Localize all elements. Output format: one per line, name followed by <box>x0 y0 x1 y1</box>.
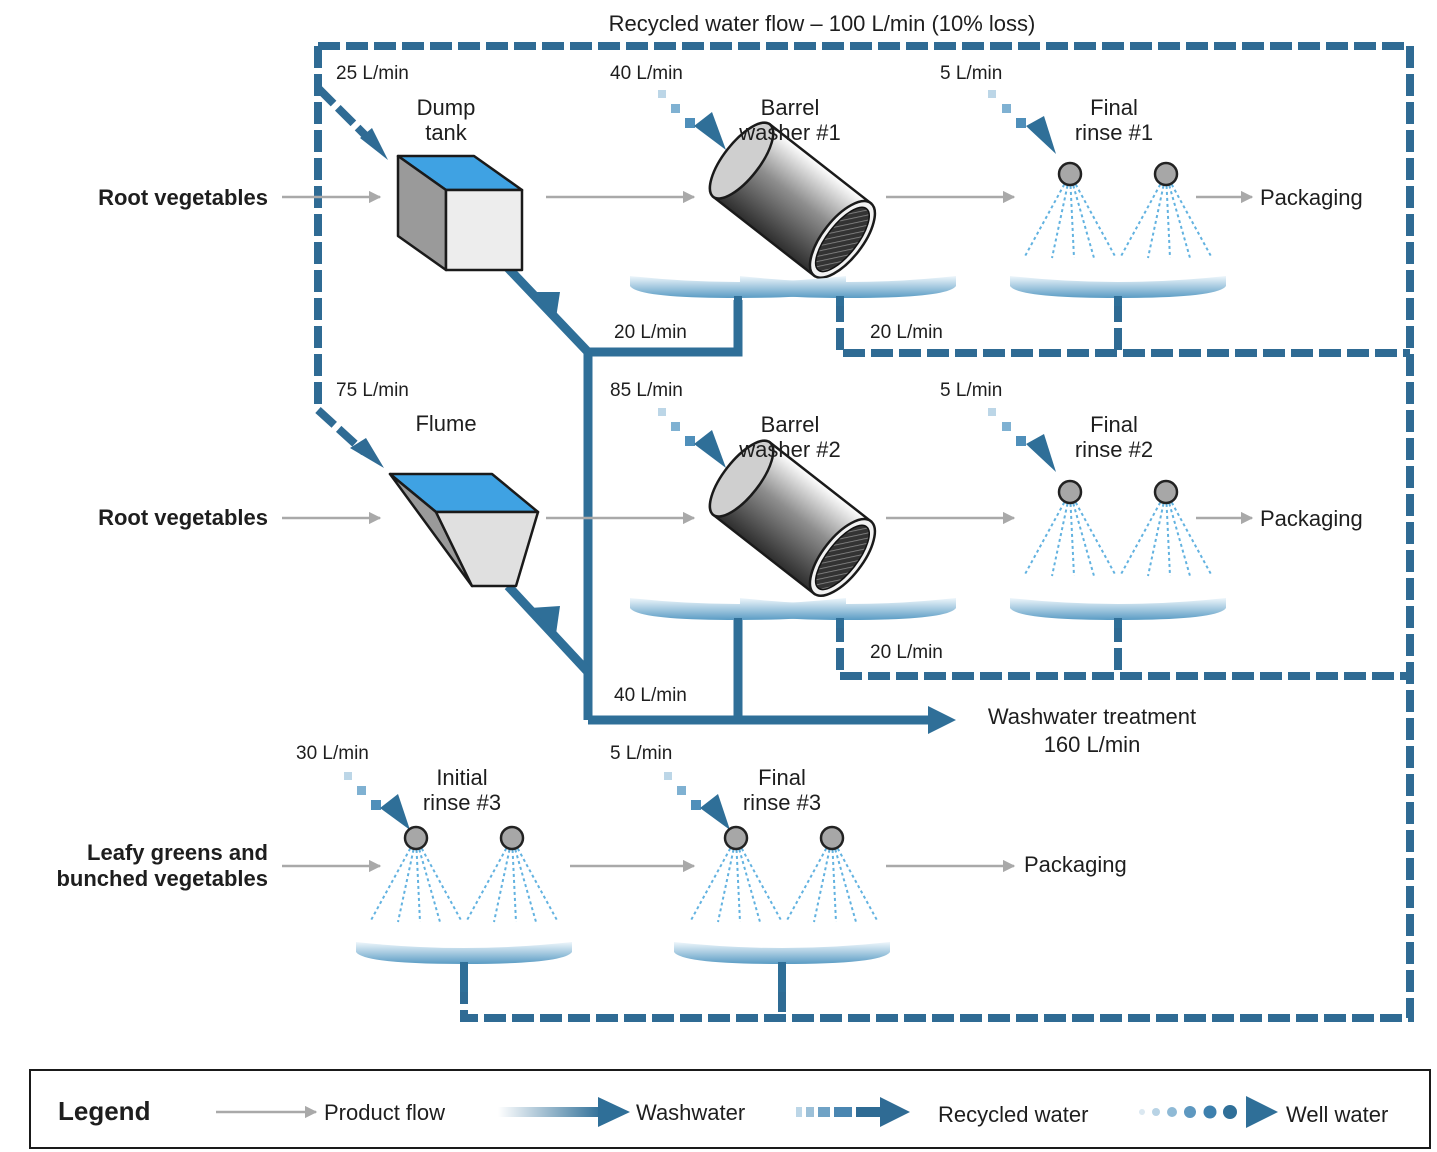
flow-flume-in: 75 L/min <box>336 380 409 401</box>
recycled-water-network <box>314 42 1414 1022</box>
legend-recycled-water: Recycled water <box>938 1102 1088 1127</box>
station-initial-rinse-3-line-1: Initial <box>436 765 487 790</box>
station-barrel-washer-1-line-2: washer #1 <box>738 120 841 145</box>
station-final-rinse-3-line-2: rinse #3 <box>743 790 821 815</box>
flow-rinse-1-in: 5 L/min <box>940 63 1002 84</box>
input-label-row-3-line-1: Leafy greens and <box>87 840 268 865</box>
final-rinse-1-nozzles <box>1022 161 1214 260</box>
flume-graphic <box>388 472 540 588</box>
legend: Legend Product flow Washwater Recycled w… <box>29 1069 1431 1149</box>
flow-barrel-1-in: 40 L/min <box>610 63 683 84</box>
flow-rinse-1-out: 20 L/min <box>870 322 943 343</box>
legend-box <box>29 1069 1431 1149</box>
barrel-washer-1-graphic <box>708 121 877 279</box>
legend-well-water-swatch <box>1139 1096 1278 1128</box>
legend-product-flow: Product flow <box>324 1100 445 1125</box>
station-final-rinse-3-line-1: Final <box>758 765 806 790</box>
product-flow-arrows <box>282 190 1254 873</box>
output-packaging-2: Packaging <box>1260 506 1363 531</box>
final-rinse-3-nozzles <box>688 825 880 924</box>
well-arrow-rinse-1 <box>988 90 1056 154</box>
output-packaging-3: Packaging <box>1024 852 1127 877</box>
flow-rinse-2-out: 20 L/min <box>870 642 943 663</box>
flow-rinse-2-in: 5 L/min <box>940 380 1002 401</box>
station-barrel-washer-1-line-1: Barrel <box>761 95 820 120</box>
station-final-rinse-2-line-2: rinse #2 <box>1075 437 1153 462</box>
flow-dump-in: 25 L/min <box>336 63 409 84</box>
input-label-row-1: Root vegetables <box>98 185 268 210</box>
input-label-row-3-line-2: bunched vegetables <box>56 866 268 891</box>
barrel-washer-2-graphic <box>708 439 877 597</box>
well-arrow-initial-rinse-3 <box>344 772 410 830</box>
legend-recycled-water-swatch <box>796 1097 910 1127</box>
well-water-arrows <box>344 90 1056 830</box>
station-initial-rinse-3-line-2: rinse #3 <box>423 790 501 815</box>
input-label-row-2: Root vegetables <box>98 505 268 530</box>
legend-well-water: Well water <box>1286 1102 1388 1127</box>
station-final-rinse-2-line-1: Final <box>1090 412 1138 437</box>
legend-washwater: Washwater <box>636 1100 745 1125</box>
output-washwater-treatment-line-1: Washwater treatment <box>988 704 1196 729</box>
final-rinse-2-nozzles <box>1022 479 1214 578</box>
well-arrow-barrel-1 <box>658 90 726 150</box>
legend-heading: Legend <box>58 1096 150 1126</box>
flow-initial-rinse-3-in: 30 L/min <box>296 743 369 764</box>
output-packaging-1: Packaging <box>1260 185 1363 210</box>
flow-barrel-2-in: 85 L/min <box>610 380 683 401</box>
flow-barrel-1-out: 20 L/min <box>614 322 687 343</box>
station-barrel-washer-2-line-2: washer #2 <box>738 437 841 462</box>
station-final-rinse-1-line-2: rinse #1 <box>1075 120 1153 145</box>
dump-tank-graphic <box>396 154 524 272</box>
station-final-rinse-1-line-1: Final <box>1090 95 1138 120</box>
diagram-title: Recycled water flow – 100 L/min (10% los… <box>609 11 1036 36</box>
well-arrow-rinse-2 <box>988 408 1056 472</box>
initial-rinse-3-nozzles <box>368 825 560 924</box>
washwater-network <box>504 264 956 734</box>
flow-final-rinse-3-in: 5 L/min <box>610 743 672 764</box>
station-dump-tank-line-1: Dump <box>417 95 476 120</box>
flow-barrel-2-out: 40 L/min <box>614 685 687 706</box>
station-barrel-washer-2-line-1: Barrel <box>761 412 820 437</box>
well-arrow-final-rinse-3 <box>664 772 730 830</box>
well-arrow-barrel-2 <box>658 408 726 468</box>
output-washwater-treatment-line-2: 160 L/min <box>1044 732 1141 757</box>
legend-washwater-swatch <box>498 1097 630 1127</box>
station-dump-tank-line-2: tank <box>425 120 468 145</box>
station-flume: Flume <box>415 411 476 436</box>
tray-stems <box>460 296 1122 992</box>
